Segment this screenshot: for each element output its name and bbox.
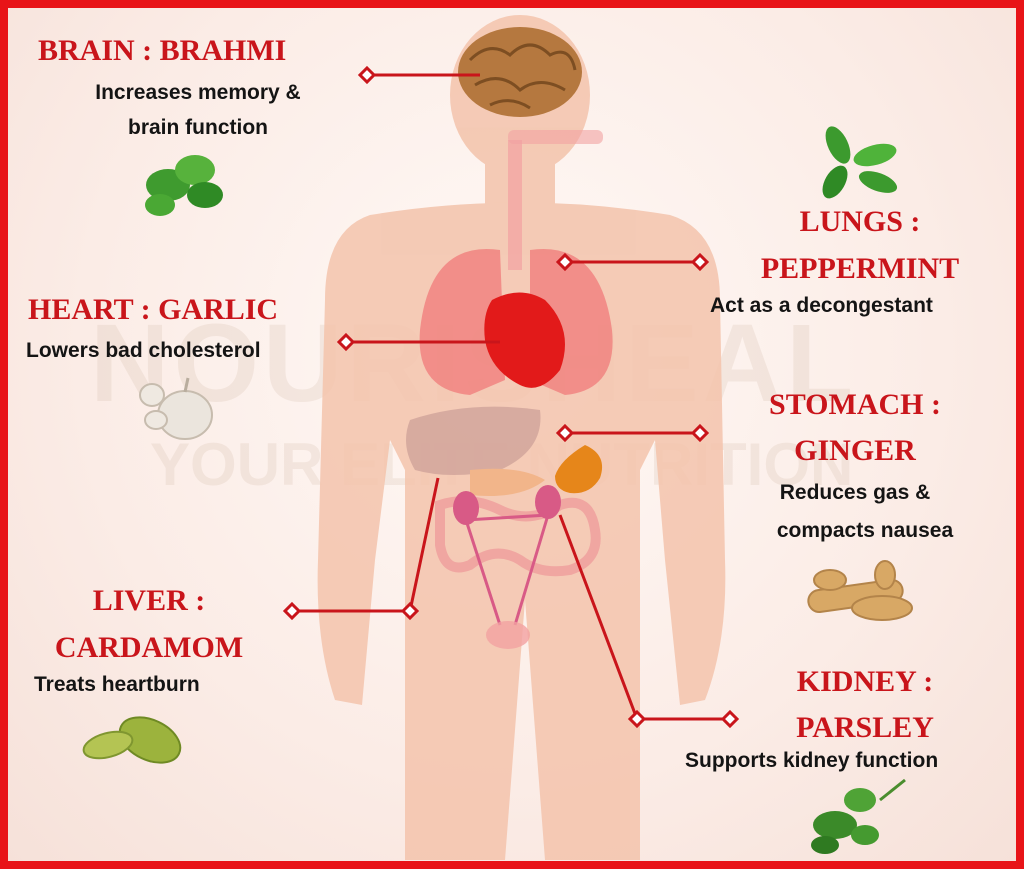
garlic-icon (139, 377, 213, 440)
stomach-title-line-2: GINGER (794, 434, 916, 467)
lungs-title-line-2: PEPPERMINT (760, 252, 960, 285)
kidney-desc: Supports kidney function (685, 749, 939, 772)
liver-desc: Treats heartburn (34, 673, 200, 696)
stomach-organ (555, 445, 603, 494)
intestines-organ (435, 496, 601, 577)
brain-desc-line-1: Increases memory & (95, 81, 301, 104)
liver-title-line-2: CARDAMOM (54, 631, 244, 664)
liver-organ (406, 406, 541, 475)
heart-title: HEART : GARLIC (28, 293, 279, 326)
lungs-desc: Act as a decongestant (710, 294, 933, 317)
liver-title-line-1: LIVER : (92, 584, 206, 617)
kidney-title-line-1: KIDNEY : (796, 665, 934, 698)
brain-organ (458, 27, 582, 117)
stomach-desc-line-2: compacts nausea (776, 519, 954, 542)
kidneys-organ (453, 485, 561, 525)
ginger-root-icon (807, 560, 913, 621)
brain-title: BRAIN : BRAHMI (38, 34, 287, 67)
bladder-organ (486, 621, 530, 649)
mint-leaves-icon (822, 126, 898, 199)
brain-desc-line-2: brain function (128, 116, 268, 139)
stomach-title-line-1: STOMACH : (769, 388, 941, 421)
lungs-title-line-1: LUNGS : (799, 205, 921, 238)
cardamom-pods-icon (82, 716, 182, 764)
brahmi-leaves-icon (145, 155, 223, 216)
kidney-title-line-2: PARSLEY (796, 711, 934, 744)
heart-desc: Lowers bad cholesterol (26, 339, 261, 362)
connector-nodes (282, 65, 740, 729)
heart-organ (484, 292, 565, 388)
parsley-icon (811, 778, 906, 854)
stomach-desc-line-1: Reduces gas & (779, 481, 931, 504)
